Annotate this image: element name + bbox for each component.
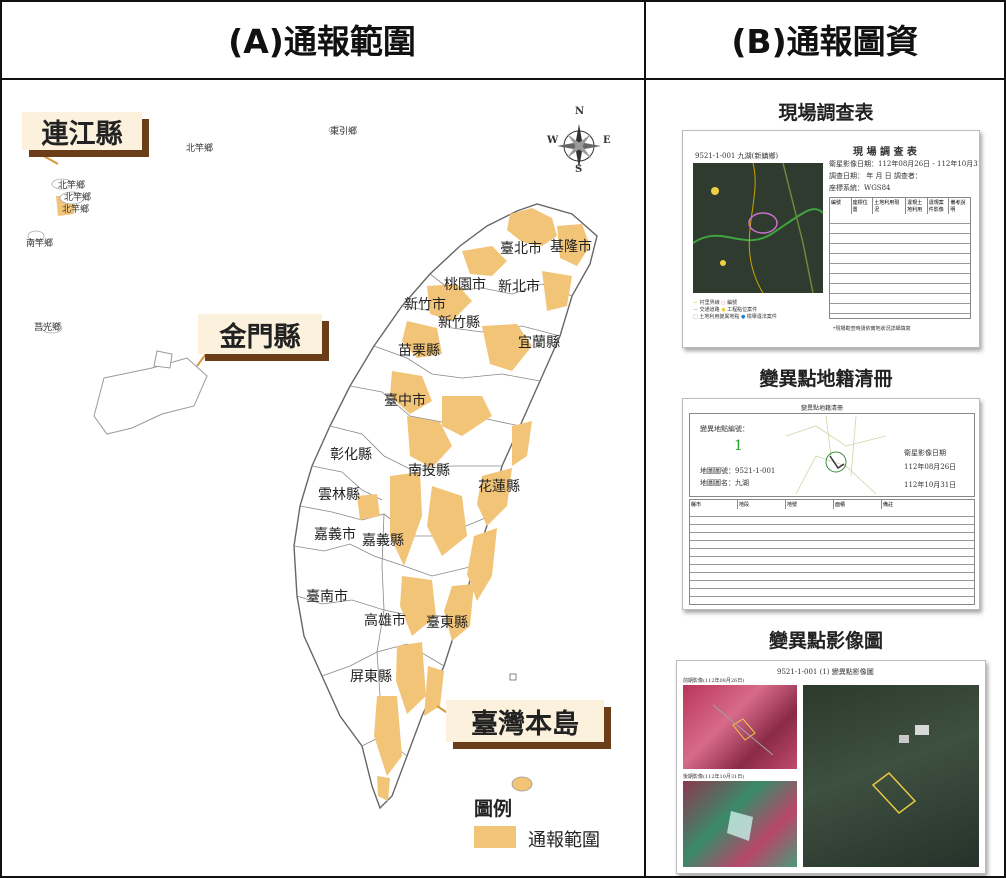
county-miaoli: 苗栗縣 (398, 343, 440, 359)
cadastre-date2: 112年10月31日 (904, 481, 957, 489)
cadastre-point-no: 1 (734, 438, 743, 454)
cadastre-map-name: 地圖圖名：九湖 (700, 479, 749, 487)
survey-row: 調查日期： 年 月 日 調查者： (829, 172, 922, 180)
image-before-label: 前期影像(112年08月26日) (683, 678, 745, 684)
cadastre-col: 地號 (786, 500, 834, 509)
image-after (683, 781, 797, 867)
island-label: 東引鄉 (330, 127, 358, 137)
cadastre-img-label: 衛星影像日期 (904, 449, 946, 457)
kinmen-island (93, 357, 208, 435)
survey-legend-item: 土地利用變異地點 (699, 314, 740, 320)
county-yunlin: 雲林縣 (318, 487, 360, 503)
county-taipei: 臺北市 (500, 241, 542, 257)
label-kinmen: 金門縣 (198, 314, 322, 354)
cadastre-map-no: 地圖圖號：9521-1-001 (700, 467, 776, 475)
cadastre-parcel-map (786, 416, 886, 494)
cadastre-col: 面積 (834, 500, 882, 509)
compass-e: E (603, 135, 611, 146)
cadastre-heading: 變異點地籍清冊 (801, 405, 844, 412)
doc-image-title: 變異點影像圖 (768, 630, 883, 652)
legend-swatch (474, 826, 516, 848)
county-changhua: 彰化縣 (330, 447, 372, 463)
county-keelung: 基隆市 (550, 239, 592, 255)
cadastre-table: 縣市 地段 地號 面積 備註 (689, 499, 975, 605)
survey-col: 座標位置 (852, 198, 874, 214)
survey-heading: 現 場 調 查 表 (853, 147, 917, 158)
compass-w: W (547, 135, 559, 146)
matsu-islands (27, 125, 346, 334)
legend-item: 通報範圍 (528, 830, 600, 851)
county-hsinchu-city: 新竹市 (404, 297, 446, 313)
doc-cadastre-list: 變異點地籍清冊 變異地點編號： 1 地圖圖號：9521-1-001 地圖圖名：九… (682, 398, 980, 610)
county-pingtung: 屏東縣 (350, 669, 392, 685)
survey-legend-item: 檢舉違法案件 (746, 314, 777, 320)
survey-legend-item: 編號 (727, 300, 738, 306)
cadastre-point-label: 變異地點編號： (700, 425, 749, 433)
compass-rose-icon (557, 124, 601, 168)
county-newtaipei: 新北市 (498, 279, 540, 295)
column-divider (644, 0, 646, 878)
survey-col: 備考說明 (950, 200, 966, 213)
county-chiayi-city: 嘉義市 (314, 527, 356, 543)
label-taiwan-main: 臺灣本島 (446, 700, 604, 742)
county-tainan: 臺南市 (306, 589, 348, 605)
compass-n: N (575, 106, 585, 117)
county-chiayi-county: 嘉義縣 (362, 533, 404, 549)
cadastre-header-box: 變異地點編號： 1 地圖圖號：9521-1-001 地圖圖名：九湖 衛星影像日期… (689, 413, 975, 497)
image-detail (803, 685, 979, 867)
cadastre-col: 地段 (738, 500, 786, 509)
survey-satellite-image (692, 162, 824, 294)
county-taoyuan: 桃園市 (444, 277, 486, 293)
survey-coord: 座標系統：WGS84 (829, 184, 891, 192)
compass-s: S (575, 164, 583, 175)
island-label: 北竿鄉 (186, 144, 214, 154)
reported-area-patches (56, 196, 590, 801)
county-taitung: 臺東縣 (426, 615, 468, 631)
green-island (509, 673, 517, 681)
doc-cadastre-title: 變異點地籍清冊 (759, 368, 893, 390)
county-hsinchu-county: 新竹縣 (438, 315, 480, 331)
survey-col: 編號 (830, 198, 852, 214)
island-label: 北竿鄉 (64, 193, 92, 203)
doc-change-image: 9521-1-001 (1) 變異點影像圖 前期影像(112年08月26日) 後… (676, 660, 986, 874)
cadastre-col: 縣市 (690, 500, 738, 509)
survey-legend-item: 村里界線 (699, 300, 720, 306)
county-nantou: 南投縣 (408, 463, 450, 479)
image-after-label: 後期影像(112年10月31日) (683, 774, 745, 780)
survey-note: *現場勘查時請依實地狀況詳細填寫 (833, 326, 911, 332)
header-a: (A)通報範圍 (0, 0, 644, 80)
orchid-island (511, 776, 533, 792)
county-hualien: 花蓮縣 (478, 479, 520, 495)
island-label: 南竿鄉 (26, 239, 54, 249)
doc-survey-title: 現場調查表 (778, 102, 874, 124)
survey-col: 違規土地利用 (906, 198, 928, 214)
county-taichung: 臺中市 (384, 393, 426, 409)
county-kaohsiung: 高雄市 (364, 613, 406, 629)
taiwan-map (27, 124, 601, 810)
doc-survey-form: 9521-1-001 九湖(新鎮鄉) 現 場 調 查 表 衛星影像日期：112年… (682, 130, 980, 348)
survey-date-row: 衛星影像日期：112年08月26日 - 112年10月31日 (829, 160, 980, 168)
island-label: 北竿鄉 (62, 205, 90, 215)
cadastre-date1: 112年08月26日 (904, 463, 957, 471)
survey-col: 土地利用現況 (873, 198, 907, 214)
image-heading: 9521-1-001 (1) 變異點影像圖 (777, 668, 874, 676)
survey-table: 編號 座標位置 土地利用現況 違規土地利用 違規案件影像 備考說明 (829, 197, 971, 319)
island-label: 莒光鄉 (34, 323, 62, 333)
survey-legend: — 村里界線 ○ 編號 — 交通道路 ● 工程點位案件 □ 土地利用變異地點 ●… (693, 300, 777, 320)
island-label: 北竿鄉 (58, 181, 86, 191)
image-before (683, 685, 797, 769)
cadastre-col: 備註 (883, 502, 894, 508)
survey-col: 違規案件影像 (928, 198, 950, 214)
header-b: (B)通報圖資 (644, 0, 1006, 80)
label-lienchiang: 連江縣 (22, 112, 142, 150)
legend-title: 圖例 (474, 798, 513, 820)
county-yilan: 宜蘭縣 (518, 335, 560, 351)
survey-legend-item: 交通道路 (699, 307, 720, 313)
survey-legend-item: 工程點位案件 (727, 307, 758, 313)
survey-code: 9521-1-001 九湖(新鎮鄉) (695, 152, 779, 160)
